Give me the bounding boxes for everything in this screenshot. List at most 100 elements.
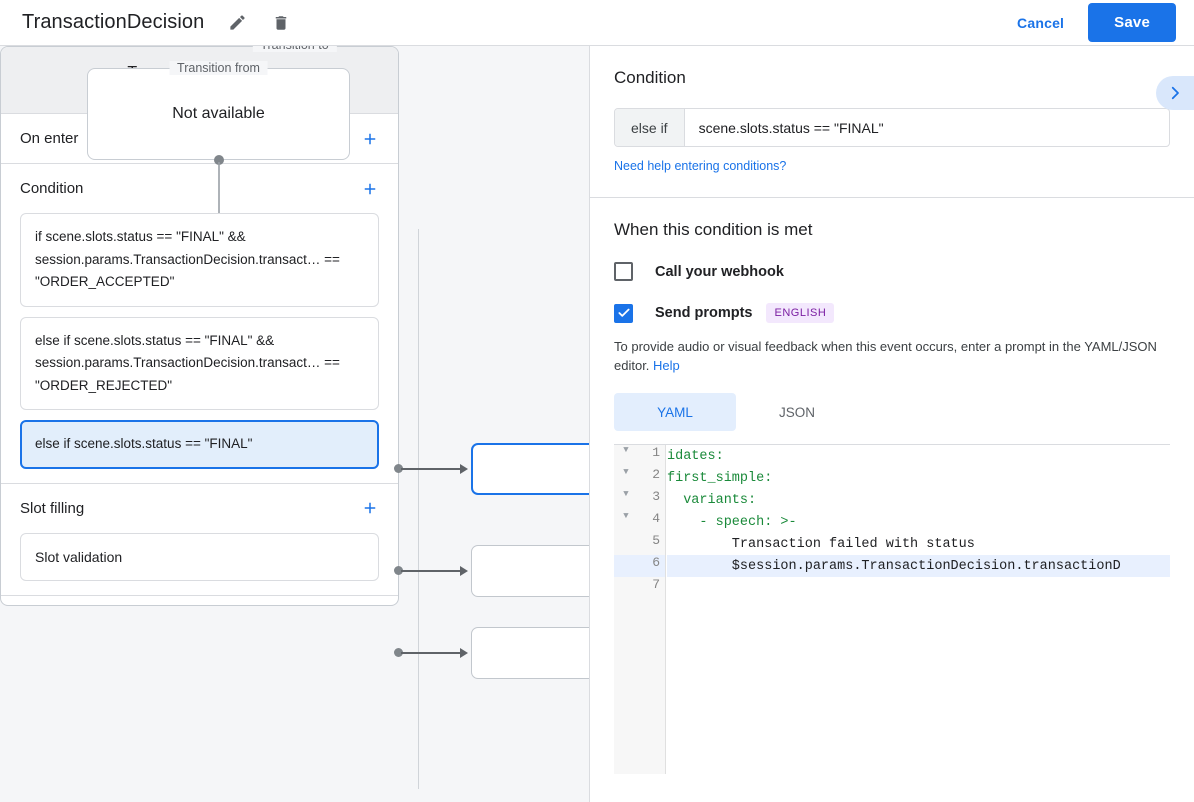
- code-token: variants:: [667, 492, 757, 508]
- call-webhook-checkbox[interactable]: [614, 262, 633, 281]
- editor-line-number: 6: [652, 555, 660, 570]
- fold-toggle-icon[interactable]: ▼: [623, 467, 629, 477]
- top-bar: TransactionDecision Cancel Save: [0, 0, 1194, 46]
- prompts-help-link[interactable]: Help: [653, 358, 680, 373]
- details-panel: Condition else if scene.slots.status == …: [589, 46, 1194, 802]
- edge-arrow: [460, 647, 468, 658]
- send-prompts-row[interactable]: Send prompts ENGLISH: [614, 303, 1170, 323]
- condition-help-link[interactable]: Need help entering conditions?: [614, 159, 787, 173]
- transition-from-legend: Transition from: [169, 61, 268, 75]
- slot-filling-list: Slot validation: [1, 532, 398, 595]
- section-condition-header: Condition: [1, 164, 398, 213]
- edge-line: [401, 652, 463, 654]
- tab-yaml[interactable]: YAML: [614, 393, 736, 431]
- edge-line: [401, 468, 463, 470]
- condition-input-row[interactable]: else if scene.slots.status == "FINAL": [614, 108, 1170, 147]
- transition-from-value: Not available: [172, 105, 265, 122]
- call-webhook-label[interactable]: Call your webhook: [655, 263, 784, 280]
- editor-code-line[interactable]: idates:: [667, 445, 1170, 467]
- add-slot-filling-icon[interactable]: [359, 497, 381, 519]
- code-token: idates:: [667, 448, 724, 464]
- condition-expression-input[interactable]: scene.slots.status == "FINAL": [698, 119, 884, 136]
- send-prompts-label[interactable]: Send prompts: [655, 305, 753, 321]
- language-badge: ENGLISH: [766, 303, 835, 323]
- transition-target-box[interactable]: [471, 443, 589, 495]
- prompts-description-text: To provide audio or visual feedback when…: [614, 339, 1157, 373]
- fold-toggle-icon[interactable]: ▼: [623, 489, 629, 499]
- transition-to-legend: Transition to: [252, 46, 337, 52]
- editor-code-line[interactable]: [667, 577, 1170, 599]
- editor-line-number: 1: [652, 445, 660, 460]
- condition-card[interactable]: else if scene.slots.status == "FINAL" &&…: [20, 316, 379, 410]
- section-condition: Condition if scene.slots.status == "FINA…: [1, 164, 398, 484]
- section-condition-title: Condition: [20, 180, 84, 197]
- slot-validation-card[interactable]: Slot validation: [20, 532, 379, 581]
- section-slot-filling-title: Slot filling: [20, 499, 85, 517]
- editor-line-number: 2: [652, 467, 660, 482]
- editor-code-line[interactable]: variants:: [667, 489, 1170, 511]
- edge-line: [401, 570, 463, 572]
- when-condition-met-heading: When this condition is met: [614, 220, 813, 239]
- edge-arrow: [460, 463, 468, 474]
- section-on-enter: On enter: [1, 114, 398, 164]
- editor-code-line[interactable]: $session.params.TransactionDecision.tran…: [667, 555, 1170, 577]
- edge-arrow: [460, 565, 468, 576]
- editor-gutter-line: ▼2: [614, 467, 665, 489]
- transition-from-box[interactable]: Transition from Not available: [87, 61, 350, 160]
- prompts-description: To provide audio or visual feedback when…: [614, 337, 1170, 375]
- panel-divider: [590, 197, 1194, 198]
- edge-dot: [394, 648, 403, 657]
- page-title: TransactionDecision: [22, 11, 205, 33]
- section-slot-filling: Slot filling Slot validation: [1, 484, 398, 596]
- section-slot-filling-header: Slot filling: [1, 484, 398, 533]
- editor-code-line[interactable]: - speech: >-: [667, 511, 1170, 533]
- fold-toggle-icon[interactable]: ▼: [623, 511, 629, 521]
- pencil-icon[interactable]: [222, 8, 252, 38]
- editor-gutter-line: ▼4: [614, 511, 665, 533]
- editor-gutter-line: ▼3: [614, 489, 665, 511]
- editor-line-number: 3: [652, 489, 660, 504]
- editor-code-area[interactable]: idates: first_simple: variants: - speech:…: [667, 445, 1170, 774]
- editor-gutter-line: 5: [614, 533, 665, 555]
- section-on-enter-title: On enter: [20, 130, 79, 147]
- code-token: Transaction failed with status: [667, 536, 975, 552]
- chevron-right-icon[interactable]: [1156, 76, 1194, 110]
- send-prompts-checkbox[interactable]: [614, 303, 633, 323]
- condition-heading: Condition: [614, 68, 686, 87]
- editor-line-number: 7: [652, 577, 660, 592]
- editor-code-line[interactable]: first_simple:: [667, 467, 1170, 489]
- transition-target-box[interactable]: [471, 627, 589, 679]
- transition-target-box[interactable]: [471, 545, 589, 597]
- condition-card[interactable]: if scene.slots.status == "FINAL" && sess…: [20, 213, 379, 307]
- webhook-checkbox-row[interactable]: Call your webhook: [614, 262, 1170, 281]
- save-button[interactable]: Save: [1088, 3, 1176, 42]
- flow-trunk-line: [418, 229, 419, 789]
- code-token: first_simple:: [667, 470, 773, 486]
- editor-gutter-line: 7: [614, 577, 665, 599]
- code-token: - speech: >-: [667, 514, 797, 530]
- add-condition-icon[interactable]: [359, 178, 381, 200]
- edge-dot: [394, 464, 403, 473]
- condition-prefix-label: else if: [615, 109, 685, 146]
- flow-canvas[interactable]: Transition from Not available Transactio…: [0, 46, 589, 802]
- editor-line-number: 5: [652, 533, 660, 548]
- condition-list: if scene.slots.status == "FINAL" && sess…: [1, 213, 398, 483]
- editor-gutter-line: 6: [614, 555, 665, 577]
- condition-actions-section: When this condition is met Call your web…: [590, 198, 1194, 774]
- condition-editor-section: Condition else if scene.slots.status == …: [590, 46, 1194, 197]
- trash-icon[interactable]: [266, 8, 296, 38]
- condition-card-selected[interactable]: else if scene.slots.status == "FINAL": [20, 420, 379, 469]
- editor-format-tabs: YAML JSON: [614, 393, 1170, 431]
- cancel-button[interactable]: Cancel: [1003, 6, 1078, 40]
- editor-code-line[interactable]: Transaction failed with status: [667, 533, 1170, 555]
- fold-toggle-icon[interactable]: ▼: [623, 445, 629, 455]
- add-on-enter-icon[interactable]: [359, 128, 381, 150]
- editor-line-number: 4: [652, 511, 660, 526]
- editor-gutter-line: ▼1: [614, 445, 665, 467]
- code-token: $session.params.TransactionDecision.tran…: [667, 558, 1121, 574]
- tab-json[interactable]: JSON: [778, 404, 815, 420]
- section-on-enter-header: On enter: [1, 114, 398, 163]
